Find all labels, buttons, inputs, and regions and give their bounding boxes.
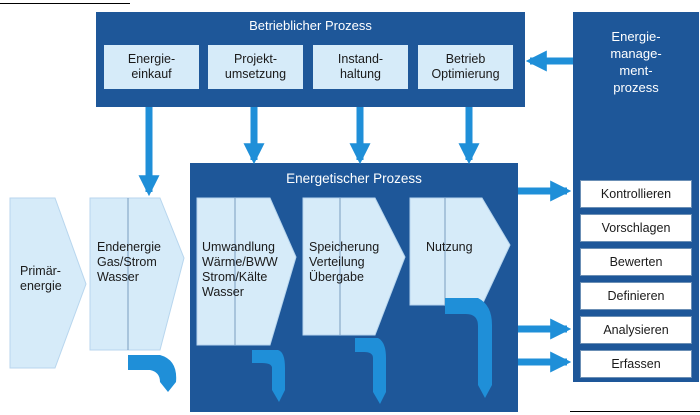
step-vorschlagen: Vorschlagen [580, 214, 692, 242]
drain-usage [445, 298, 492, 398]
step-bewerten: Bewerten [580, 248, 692, 276]
label-primary-energy: Primär- energie [20, 264, 62, 293]
chevron-storage [302, 197, 406, 336]
chevron-primary-energy [9, 197, 87, 369]
chevron-usage [409, 197, 511, 306]
operational-process-title: Betrieblicher Prozess [249, 18, 372, 33]
label-usage: Nutzung [426, 240, 473, 254]
box-operation-optimization: Betrieb Optimierung [418, 45, 513, 89]
box-energy-purchasing: Energie- einkauf [104, 45, 199, 89]
management-process-title: Energie- manage- ment- prozess [610, 29, 662, 95]
energy-process-title: Energetischer Prozess [286, 171, 422, 186]
operational-process-panel: Betrieblicher Prozess Energie- einkauf P… [96, 12, 525, 107]
bottom-right-rule [570, 411, 700, 412]
drain-storage [355, 338, 386, 404]
management-process-panel: Energie- manage- ment- prozess Kontrolli… [573, 12, 699, 382]
step-erfassen: Erfassen [580, 350, 692, 378]
box-maintenance: Instand- haltung [313, 45, 408, 89]
box-project-implementation: Projekt- umsetzung [208, 45, 303, 89]
label-storage: Speicherung Verteilung Übergabe [309, 240, 380, 284]
label-conversion: Umwandlung Wärme/BWW Strom/Kälte Wasser [202, 240, 278, 299]
chevron-conversion [196, 197, 297, 346]
drain-conversion [252, 350, 285, 402]
chevron-final-energy [89, 197, 185, 351]
label-final-energy: Endenergie Gas/Strom Wasser [97, 240, 161, 284]
step-kontrollieren: Kontrollieren [580, 180, 692, 208]
step-definieren: Definieren [580, 282, 692, 310]
drain-final-energy [128, 355, 177, 392]
top-left-rule [0, 3, 130, 4]
step-analysieren: Analysieren [580, 316, 692, 344]
